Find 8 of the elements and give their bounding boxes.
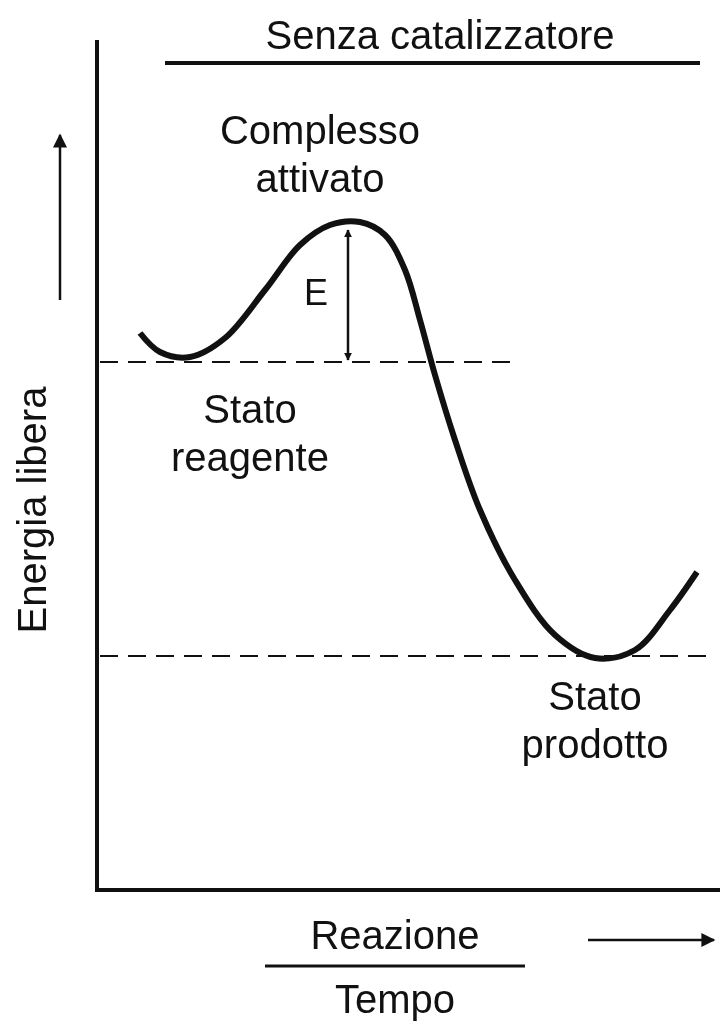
curve-label: Complesso attivato: [218, 107, 422, 202]
curve-label: Stato reagente: [170, 386, 330, 481]
axis-title: Reazione: [309, 912, 481, 958]
energy-label: E: [303, 271, 329, 315]
diagram-title: Senza catalizzatore: [264, 12, 616, 58]
axis-title: Tempo: [333, 976, 457, 1022]
axis-title: Energia libera: [9, 385, 55, 636]
curve-label: Stato prodotto: [520, 673, 670, 768]
